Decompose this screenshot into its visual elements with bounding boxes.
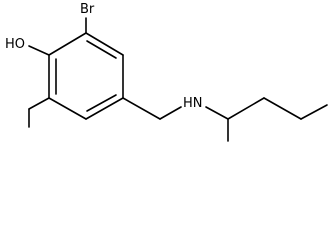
bond-c3-ch2 [122,97,161,120]
ring-bond-c1-c2 [85,32,124,56]
bromine-label: Br [80,2,95,17]
ring-double-bond-c1-c2 [86,40,117,59]
molecule-structure: Br HO HN [5,2,328,142]
amine-label: HN [183,96,203,111]
bond-ch2-ch2 [263,97,302,120]
hydroxyl-label: HO [5,37,25,52]
bond-ch2-n [159,106,182,120]
bond-c6-oh [28,45,50,56]
bond-n-ch [205,106,229,120]
benzene-ring [48,32,124,120]
bond-ch-ch2 [227,97,265,120]
bond-ch2-ch3 [300,104,328,120]
ring-bond-c6-c1 [48,32,87,56]
bond-c5-o [28,97,50,110]
ring-bond-c4-c5 [48,97,87,120]
ring-double-bond-c3-c4 [86,94,117,112]
ring-bond-c3-c4 [85,97,124,120]
